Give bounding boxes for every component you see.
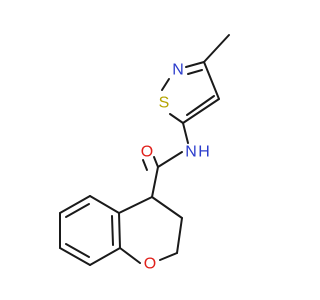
bond-carbonyl-o bbox=[153, 156, 159, 168]
bond-c4-c3sat bbox=[151, 196, 183, 219]
bond-c4a-c8a bbox=[118, 212, 121, 249]
molecule-structure: S N N H O O bbox=[59, 34, 230, 273]
bond-c8-c7 bbox=[59, 247, 91, 266]
atom-label-carbonyl-oxygen: O bbox=[141, 144, 153, 161]
bond-c4a-c8a-double bbox=[111, 215, 114, 246]
bonds bbox=[59, 34, 230, 266]
atom-labels: S N N H O O bbox=[141, 62, 210, 273]
bond-methyl bbox=[203, 34, 230, 63]
bond-c5-c4-double bbox=[186, 95, 215, 116]
bond-c6-c5 bbox=[59, 195, 91, 214]
bond-o-c8a bbox=[119, 247, 141, 264]
bond-c3-n bbox=[185, 61, 205, 68]
bond-c2-o bbox=[159, 252, 178, 261]
bond-c8a-c8 bbox=[89, 247, 121, 266]
bond-c5-c4a bbox=[89, 195, 120, 214]
bond-carbonyl-c4 bbox=[151, 166, 159, 198]
bond-c8-c7-double bbox=[65, 243, 90, 258]
bond-carbonyl-o-double bbox=[142, 159, 148, 171]
atom-label-ring-oxygen: O bbox=[144, 256, 156, 273]
bond-c4-c3 bbox=[203, 61, 220, 100]
atom-label-amide-hydrogen: H bbox=[198, 144, 210, 161]
atom-label-sulfur: S bbox=[159, 95, 170, 112]
atom-label-ring-nitrogen: N bbox=[172, 62, 184, 79]
bond-s-c5 bbox=[169, 113, 184, 124]
bond-c3sat-c2 bbox=[176, 217, 183, 254]
bond-c5-nh bbox=[182, 122, 189, 144]
bond-c5-c4 bbox=[182, 98, 220, 124]
bond-nh-carbonyl bbox=[157, 151, 183, 168]
bond-n-s bbox=[161, 78, 170, 91]
bond-c4-c4a bbox=[118, 196, 153, 214]
bond-c6-c5-double bbox=[65, 203, 90, 218]
bond-c3-n-double bbox=[187, 69, 203, 75]
atom-label-amide-nitrogen: N bbox=[185, 144, 197, 161]
